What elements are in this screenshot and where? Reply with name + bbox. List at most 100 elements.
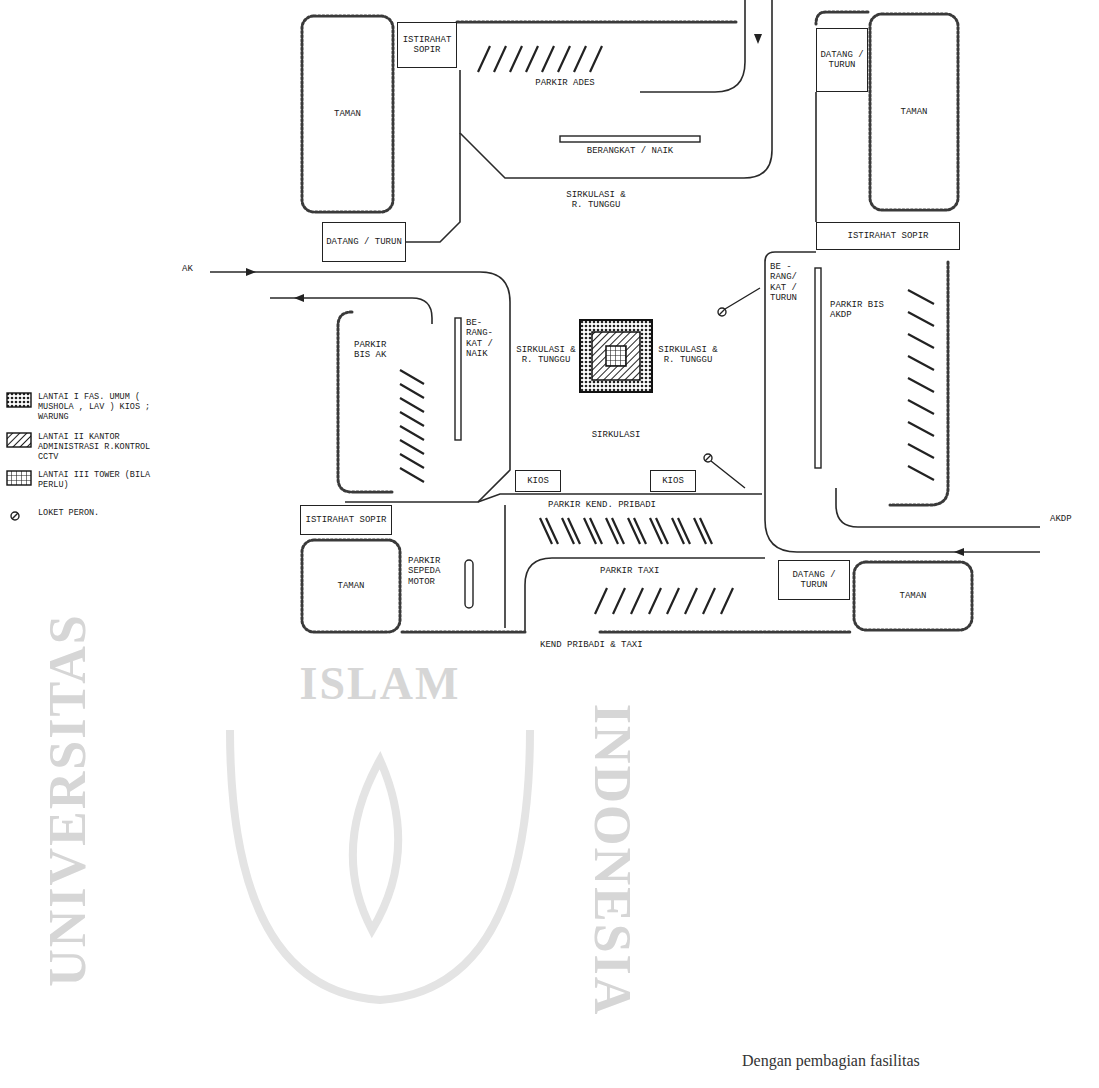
garden-area: TAMAN bbox=[300, 14, 395, 214]
parking-stalls bbox=[400, 46, 934, 614]
hedge bbox=[402, 631, 525, 634]
hedge bbox=[302, 16, 393, 212]
garden-area: TAMAN bbox=[852, 560, 974, 632]
legend-pattern bbox=[7, 393, 31, 407]
bus-stalls bbox=[400, 370, 424, 482]
zone-label: ISTIRAHAT SOPIR bbox=[305, 515, 386, 525]
road-line bbox=[765, 520, 1040, 552]
gate-barrier bbox=[705, 455, 745, 488]
legend-item: LANTAI III TOWER (BILA PERLU) bbox=[6, 470, 174, 490]
area-label: KEND PRIBADI & TAXI bbox=[540, 640, 680, 650]
floor-1 bbox=[580, 320, 652, 392]
zone-label: KIOS bbox=[527, 476, 549, 486]
zone-label: ISTIRAHAT SOPIR bbox=[401, 35, 453, 56]
road-line bbox=[525, 558, 765, 632]
area-label: PARKIR BIS AKDP bbox=[830, 300, 886, 321]
zone-label: DATANG / TURUN bbox=[820, 50, 864, 71]
floor-2 bbox=[592, 332, 640, 380]
gate-barrier bbox=[719, 288, 760, 315]
car-stalls bbox=[540, 518, 712, 544]
area-label: AKDP bbox=[1050, 514, 1090, 524]
zone-label: TAMAN bbox=[900, 107, 927, 117]
legend-text: LOKET PERON. bbox=[38, 508, 174, 518]
zone-label: TAMAN bbox=[337, 581, 364, 591]
legend-swatch bbox=[6, 392, 32, 408]
bus-stalls bbox=[908, 290, 934, 480]
garden-area: TAMAN bbox=[300, 538, 402, 634]
area-label: PARKIR ADES bbox=[520, 78, 610, 88]
gate-symbol bbox=[12, 513, 18, 519]
area-label: SIRKULASI & R. TUNGGU bbox=[656, 345, 720, 366]
bus-stalls bbox=[478, 46, 602, 72]
hedge bbox=[816, 12, 868, 24]
direction-arrow bbox=[294, 294, 304, 302]
road-line bbox=[504, 505, 506, 628]
garden-area: TAMAN bbox=[868, 12, 960, 212]
hedge bbox=[600, 631, 852, 634]
direction-arrow bbox=[954, 548, 964, 556]
hedge bbox=[870, 14, 958, 210]
zone-box: DATANG / TURUN bbox=[816, 28, 868, 92]
caption-text: Dengan pembagian fasilitas bbox=[742, 1052, 1082, 1070]
zone-label: TAMAN bbox=[334, 109, 361, 119]
area-label: SIRKULASI & R. TUNGGU bbox=[560, 190, 632, 211]
floor-3 bbox=[606, 346, 626, 366]
area-label: PARKIR KEND. PRIBADI bbox=[548, 500, 678, 510]
logo-shield bbox=[230, 730, 530, 1000]
legend-text: LANTAI II KANTOR ADMINISTRASI R.KONTROL … bbox=[38, 432, 174, 463]
taxi-stalls bbox=[595, 588, 733, 614]
direction-arrow bbox=[754, 34, 762, 44]
area-label: BERANGKAT / NAIK bbox=[565, 146, 695, 156]
zone-box: DATANG / TURUN bbox=[322, 222, 406, 262]
watermark-logo bbox=[230, 730, 530, 1000]
road-line bbox=[765, 252, 816, 520]
legend-swatch bbox=[6, 508, 32, 524]
logo-flame bbox=[353, 760, 398, 930]
road-line bbox=[836, 488, 1040, 527]
ticket-gates bbox=[704, 288, 760, 488]
legend-pattern bbox=[7, 471, 31, 485]
direction-arrow bbox=[246, 268, 256, 276]
road-line bbox=[406, 133, 460, 242]
platforms bbox=[455, 136, 821, 608]
zone-box: ISTIRAHAT SOPIR bbox=[816, 222, 960, 250]
road-line bbox=[460, 0, 772, 178]
area-label: PARKIR TAXI bbox=[600, 566, 690, 576]
zone-label: DATANG / TURUN bbox=[326, 237, 402, 247]
zone-label: TAMAN bbox=[899, 591, 926, 601]
area-label: BE - RANG/ KAT / TURUN bbox=[770, 262, 812, 303]
legend-item: LANTAI I FAS. UMUM ( MUSHOLA , LAV ) KIO… bbox=[6, 392, 174, 423]
watermark: ISLAM bbox=[300, 658, 461, 711]
legend-text: LANTAI III TOWER (BILA PERLU) bbox=[38, 470, 174, 490]
zone-box: ISTIRAHAT SOPIR bbox=[300, 505, 392, 535]
platform-bar bbox=[455, 318, 461, 440]
watermark: UNIVERSITAS bbox=[38, 613, 98, 987]
area-label: AK bbox=[182, 264, 206, 274]
arrows bbox=[246, 34, 964, 556]
roads bbox=[210, 0, 1040, 632]
hedge bbox=[302, 540, 400, 632]
legend-text: LANTAI I FAS. UMUM ( MUSHOLA , LAV ) KIO… bbox=[38, 392, 174, 423]
area-label: PARKIR BIS AK bbox=[354, 340, 396, 361]
platform-bar bbox=[560, 136, 700, 142]
zone-label: ISTIRAHAT SOPIR bbox=[847, 231, 928, 241]
zone-box: ISTIRAHAT SOPIR bbox=[397, 22, 457, 68]
legend-item: LOKET PERON. bbox=[6, 508, 174, 524]
area-label: SIRKULASI bbox=[575, 430, 657, 440]
road-line bbox=[210, 272, 510, 502]
hedge bbox=[457, 21, 736, 24]
zone-label: KIOS bbox=[662, 476, 684, 486]
legend-swatch bbox=[6, 470, 32, 486]
zone-box: DATANG / TURUN bbox=[778, 560, 850, 600]
area-label: SIRKULASI & R. TUNGGU bbox=[514, 345, 578, 366]
hedges bbox=[338, 12, 948, 632]
platform-bar bbox=[815, 268, 821, 468]
hedge bbox=[854, 562, 972, 630]
legend-swatch bbox=[6, 432, 32, 448]
zone-box: KIOS bbox=[515, 470, 561, 492]
hedge bbox=[338, 312, 392, 492]
legend-pattern bbox=[7, 433, 31, 447]
zone-box: KIOS bbox=[650, 470, 696, 492]
